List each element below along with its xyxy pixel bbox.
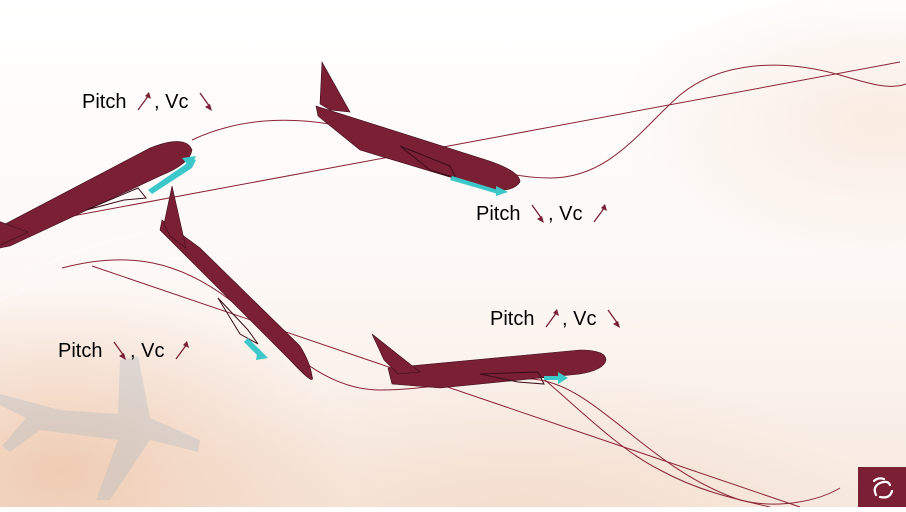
pitch-text: Pitch	[82, 91, 127, 113]
arrow-up-right-icon	[132, 90, 154, 114]
pitch-text: Pitch	[490, 308, 535, 330]
arrow-down-right-icon	[602, 307, 624, 331]
arrow-down-right-icon	[194, 90, 216, 114]
vc-text: Vc	[141, 340, 165, 362]
aircraft-level-right-icon	[371, 333, 607, 389]
arrow-up-right-icon	[540, 307, 562, 331]
label-top-right: Pitch , Vc	[476, 202, 610, 226]
straight-trajectory-upper	[39, 61, 901, 223]
label-top-left: Pitch , Vc	[82, 90, 216, 114]
arrow-up-right-icon	[170, 339, 192, 363]
pitch-text: Pitch	[58, 340, 103, 362]
aircraft-descending-top-icon	[315, 60, 521, 196]
wavy-trajectory-lower-tail	[544, 379, 771, 507]
arrow-up-right-icon	[588, 202, 610, 226]
aircraft-diving-center-icon	[159, 185, 313, 380]
arrow-down-right-icon	[526, 202, 548, 226]
company-swirl-logo-icon	[858, 467, 906, 507]
aircraft-climbing-left-icon	[0, 141, 196, 249]
label-bottom-right: Pitch , Vc	[490, 307, 624, 331]
vc-text: Vc	[165, 91, 189, 113]
vc-text: Vc	[559, 203, 583, 225]
separator-text: ,	[562, 308, 568, 330]
vc-text: Vc	[573, 308, 597, 330]
arrow-down-right-icon	[108, 339, 130, 363]
separator-text: ,	[154, 91, 160, 113]
separator-text: ,	[548, 203, 554, 225]
label-bottom-left: Pitch , Vc	[58, 339, 192, 363]
pitch-text: Pitch	[476, 203, 521, 225]
separator-text: ,	[130, 340, 136, 362]
